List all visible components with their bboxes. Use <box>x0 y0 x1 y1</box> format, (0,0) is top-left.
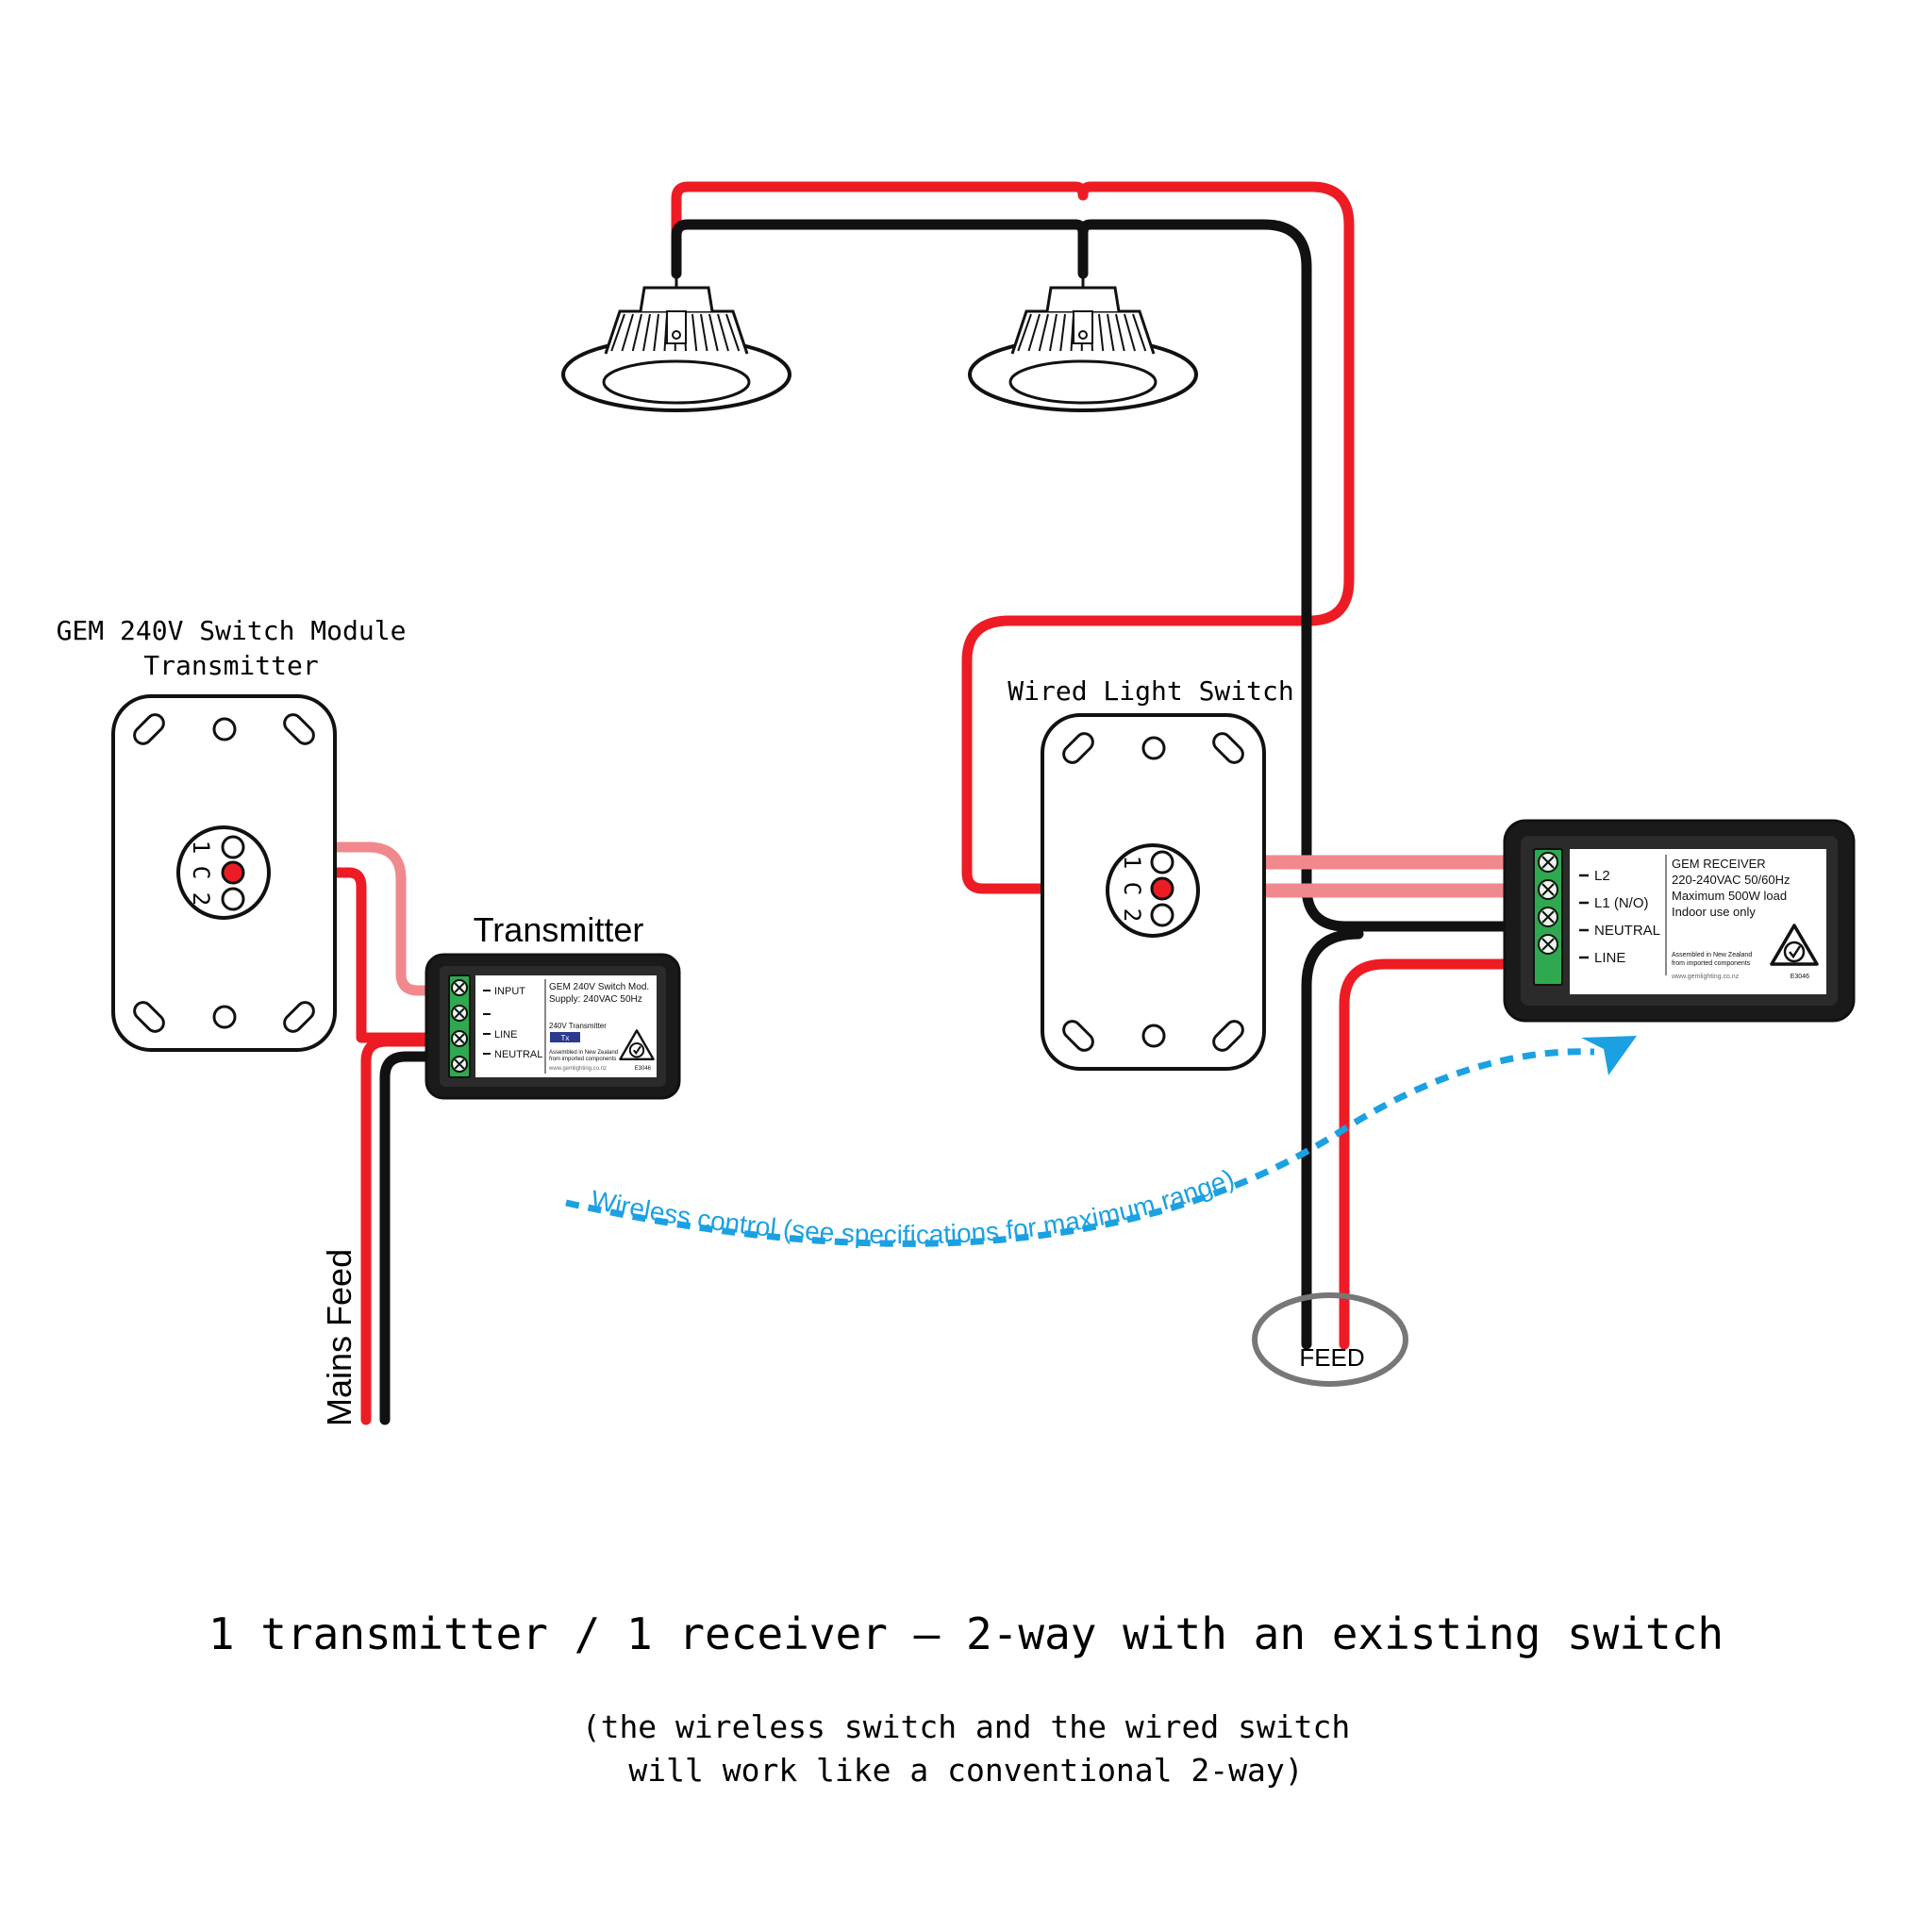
terminal-screw-icon <box>451 1005 468 1022</box>
terminal-screw-icon <box>1538 879 1558 900</box>
mains-feed-label: Mains Feed <box>320 1249 358 1426</box>
downlight-icon <box>561 274 791 412</box>
assembled-text: Assembled in New Zealand <box>549 1050 618 1056</box>
transmitter-type: 240V Transmitter <box>549 1022 607 1030</box>
assembled-text: from imported components <box>549 1057 616 1062</box>
live-wire-mains <box>360 1036 454 1425</box>
product-name: GEM RECEIVER <box>1672 857 1766 871</box>
terminal-label: 1 <box>188 841 214 854</box>
supply-spec: Supply: 240VAC 50Hz <box>549 994 642 1005</box>
terminal-label: C <box>1119 882 1145 895</box>
assembled-text: from imported components <box>1672 960 1751 967</box>
rcm-compliance-icon <box>619 1029 655 1061</box>
wired-switch-plate: Wired Light Switch 1 C 2 <box>1008 675 1294 1071</box>
terminal-screw-icon <box>451 1030 468 1047</box>
switched-wire-transmitter-input <box>244 841 454 996</box>
terminal-label: 2 <box>188 892 214 906</box>
terminal-label: C <box>188 866 214 879</box>
terminal-label-line: LINE <box>1594 950 1625 966</box>
transmitter-switch-plate: GEM 240V Switch Module Transmitter 1 C 2 <box>57 615 407 1052</box>
terminal-screw-icon <box>1538 934 1558 955</box>
transmitter-title: Transmitter <box>474 910 644 949</box>
terminal-label-input: INPUT <box>494 986 525 997</box>
subcaption-line-2: will work like a conventional 2-way) <box>628 1752 1303 1789</box>
terminal-label: 1 <box>1119 856 1145 869</box>
live-wire-transmitter <box>227 867 454 1043</box>
wireless-label: Wireless control (see specifications for… <box>589 1163 1239 1249</box>
feed-label: FEED <box>1299 1343 1364 1372</box>
terminal-label-line: LINE <box>494 1029 517 1041</box>
rcm-compliance-icon <box>1770 924 1819 966</box>
tx-badge: Tx <box>561 1034 570 1042</box>
usage-spec: Indoor use only <box>1672 905 1756 919</box>
product-name: GEM 240V Switch Mod. <box>549 982 649 992</box>
product-code: E3046 <box>635 1066 652 1072</box>
subcaption-line-1: (the wireless switch and the wired switc… <box>582 1708 1351 1745</box>
terminal-screw-icon <box>451 1056 468 1073</box>
terminal-label: 2 <box>1119 908 1145 922</box>
load-spec: Maximum 500W load <box>1672 889 1787 903</box>
feed-junction: FEED <box>1252 1292 1408 1387</box>
terminal-screw-icon <box>451 979 468 996</box>
transmitter-switch-subtitle: Transmitter <box>143 650 318 681</box>
arrow-head-icon <box>1581 1036 1637 1075</box>
neutral-wire-feed <box>1301 928 1364 1350</box>
live-wire-lights <box>671 181 1355 894</box>
assembled-text: Assembled in New Zealand <box>1672 952 1752 958</box>
wired-switch-title: Wired Light Switch <box>1008 675 1293 707</box>
product-code: E3046 <box>1790 974 1809 980</box>
caption: 1 transmitter / 1 receiver – 2-way with … <box>208 1608 1724 1659</box>
website-text: www.gemlighting.co.nz <box>548 1066 607 1072</box>
supply-spec: 220-240VAC 50/60Hz <box>1672 873 1790 887</box>
terminal-label-l1: L1 (N/O) <box>1594 895 1649 911</box>
live-wire-feed <box>1339 958 1510 1350</box>
neutral-wire-mains <box>379 1051 454 1425</box>
terminal-screw-icon <box>1538 907 1558 927</box>
terminal-screw-icon <box>1538 852 1558 873</box>
terminal-label-l2: L2 <box>1594 868 1610 884</box>
transmitter-switch-title: GEM 240V Switch Module <box>57 615 407 646</box>
transmitter-module: Transmitter INPUT LINE NEUTRAL GEM 240V … <box>425 910 681 1100</box>
receiver-module: L2 L1 (N/O) NEUTRAL LINE GEM RECEIVER 22… <box>1503 819 1856 1023</box>
website-text: www.gemlighting.co.nz <box>1671 974 1740 980</box>
terminal-label-neutral: NEUTRAL <box>494 1049 542 1060</box>
downlight-icon <box>968 274 1198 412</box>
terminal-label-neutral: NEUTRAL <box>1594 923 1660 939</box>
